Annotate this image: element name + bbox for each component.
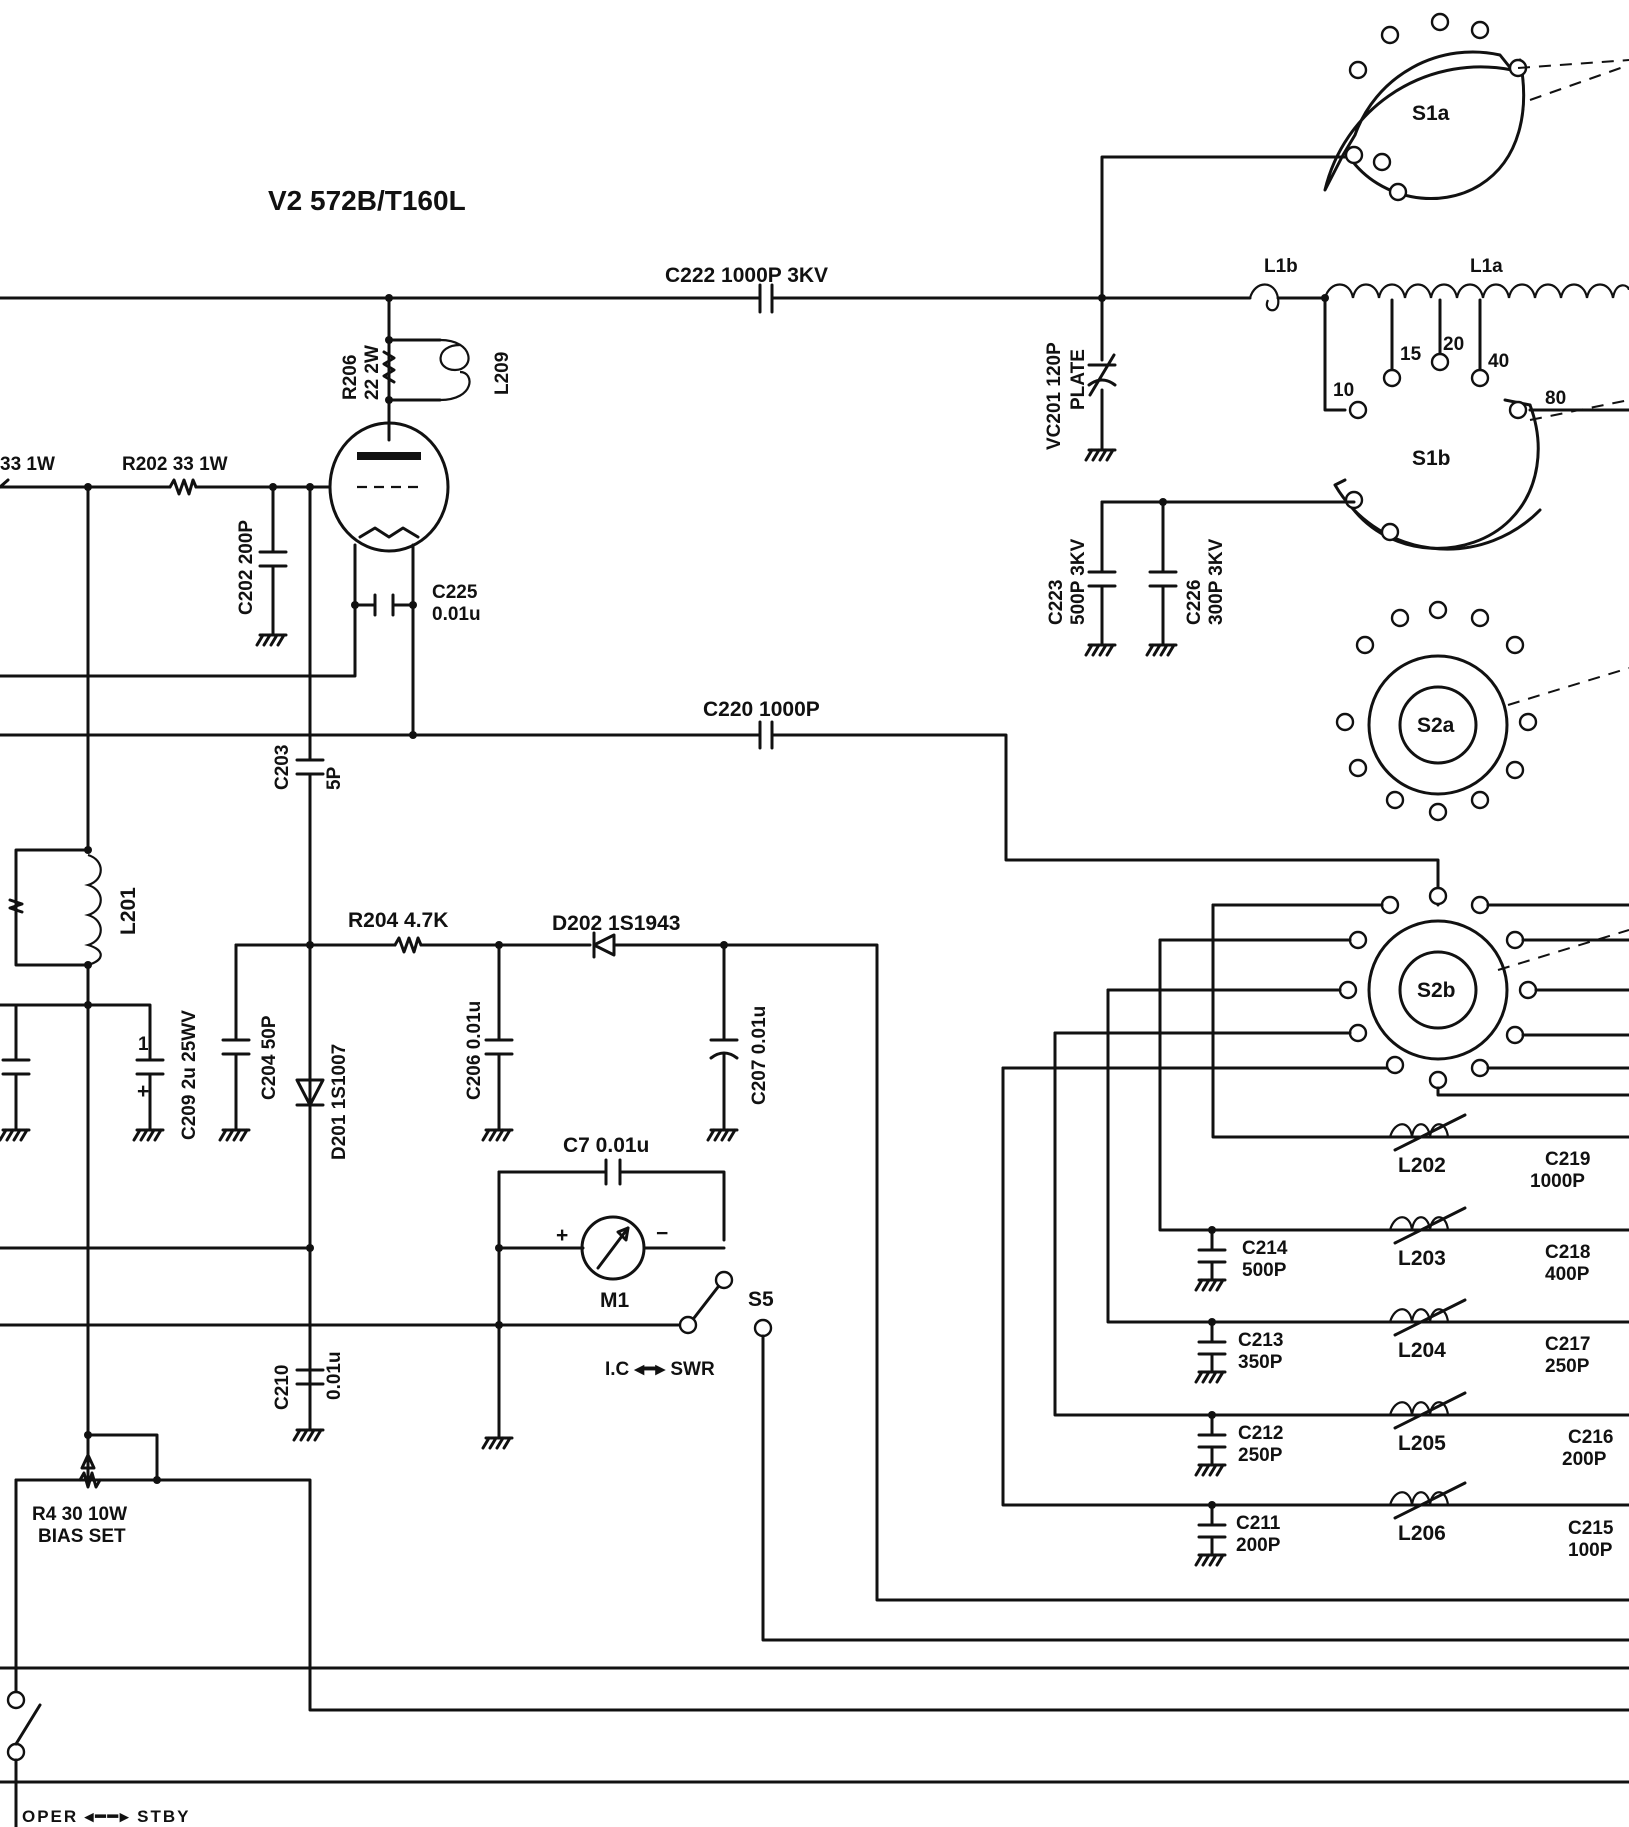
c220-line: C220 1000P xyxy=(0,698,1440,907)
c212-value: 250P xyxy=(1238,1445,1283,1466)
s1b-label: S1b xyxy=(1412,447,1451,470)
plate-line: C222 1000P 3KV xyxy=(0,264,1247,314)
c209-plus: + xyxy=(137,1080,149,1103)
c202-label: C202 200P xyxy=(236,520,257,615)
l206-label: L206 xyxy=(1398,1522,1446,1545)
tap-15-label: 15 xyxy=(1400,344,1422,365)
switch-s1b: S1b xyxy=(1100,398,1629,551)
s2b-label: S2b xyxy=(1417,979,1456,1002)
c214-value: 500P xyxy=(1242,1260,1287,1281)
r202-label: R202 33 1W xyxy=(122,454,228,475)
m1-label: M1 xyxy=(600,1289,629,1312)
c215-value: 100P xyxy=(1568,1540,1613,1561)
c215-label: C215 xyxy=(1568,1518,1614,1539)
coil-l1: L1b L1a 10 15 20 40 80 xyxy=(1100,256,1629,420)
c211-value: 200P xyxy=(1236,1535,1281,1556)
c210-value: 0.01u xyxy=(324,1351,345,1400)
c225-value: 0.01u xyxy=(432,604,481,625)
c217-value: 250P xyxy=(1545,1356,1590,1377)
tap-40-label: 40 xyxy=(1488,351,1509,372)
c223-label: C223 xyxy=(1046,580,1067,625)
c225-label: C225 xyxy=(432,582,478,603)
d202-label: D202 1S1943 xyxy=(552,912,680,935)
m1-minus: − xyxy=(656,1222,668,1245)
c209-label: C209 2u 25WV xyxy=(179,1010,200,1140)
tap-80-label: 80 xyxy=(1545,388,1566,409)
c212-label: C212 xyxy=(1238,1423,1283,1444)
c210-label: C210 xyxy=(272,1365,293,1410)
oper-stby-switch: OPER ◂━━▸ STBY xyxy=(6,1690,191,1827)
l1b-label: L1b xyxy=(1264,256,1298,277)
tap-10-label: 10 xyxy=(1333,380,1354,401)
r4-value: BIAS SET xyxy=(38,1526,126,1547)
c219-value: 1000P xyxy=(1530,1171,1585,1192)
bias-line: L201 1 + C209 2u 25WV R4 30 10W BIAS SET xyxy=(0,485,1629,1784)
d201-label: D201 1S1007 xyxy=(329,1044,350,1160)
c206-label: C206 0.01u xyxy=(464,1001,485,1100)
c218-value: 400P xyxy=(1545,1264,1590,1285)
s2a-label: S2a xyxy=(1417,714,1455,737)
switch-s1a: S1a xyxy=(1323,12,1629,202)
r201-partial-label: 33 1W xyxy=(0,454,55,475)
c207-label: C207 0.01u xyxy=(749,1006,770,1105)
ic-swr-label: I.C ◂━▸ SWR xyxy=(605,1359,715,1380)
r206-value: 22 2W xyxy=(362,345,383,400)
c213-value: 350P xyxy=(1238,1352,1283,1373)
c217-label: C217 xyxy=(1545,1334,1590,1355)
r206-label: R206 xyxy=(340,355,361,400)
l203-label: L203 xyxy=(1398,1247,1446,1270)
c214-label: C214 xyxy=(1242,1238,1288,1259)
c211-label: C211 xyxy=(1236,1513,1281,1534)
l205-label: L205 xyxy=(1398,1432,1446,1455)
c220-label: C220 1000P xyxy=(703,698,820,721)
c209-pin-marker: 1 xyxy=(138,1034,149,1055)
m1-plus: + xyxy=(556,1224,568,1247)
c216-label: C216 xyxy=(1568,1427,1613,1448)
vc201-label: VC201 120P xyxy=(1044,342,1065,450)
c203-value: 5P xyxy=(324,766,345,790)
r4-label: R4 30 10W xyxy=(32,1504,127,1525)
detector-network: R204 4.7K D202 1S1943 C204 50P D201 1S10… xyxy=(218,909,1629,1602)
c219-label: C219 xyxy=(1545,1149,1590,1170)
tube-title: V2 572B/T160L xyxy=(268,185,466,216)
c223-value: 500P 3KV xyxy=(1068,538,1089,625)
c204-label: C204 50P xyxy=(259,1015,280,1100)
tube-v2: C225 0.01u xyxy=(0,398,481,737)
c218-label: C218 xyxy=(1545,1242,1590,1263)
c7-label: C7 0.01u xyxy=(563,1134,649,1157)
r206-l209: R206 22 2W L209 xyxy=(340,296,513,404)
tap-20-label: 20 xyxy=(1443,334,1464,355)
r204-label: R204 4.7K xyxy=(348,909,448,932)
c216-value: 200P xyxy=(1562,1449,1607,1470)
c223-c226: C223 500P 3KV C226 300P 3KV xyxy=(1046,500,1227,657)
l201-label: L201 xyxy=(117,887,140,935)
l204-label: L204 xyxy=(1398,1339,1446,1362)
oper-stby-label: OPER ◂━━▸ STBY xyxy=(22,1807,191,1826)
vc201-value: PLATE xyxy=(1068,349,1089,410)
grid-line: 33 1W R202 33 1W C202 200P xyxy=(0,454,332,647)
c203-label: C203 xyxy=(272,745,293,790)
meter-section: C7 0.01u + − M1 S5 I.C ◂━▸ SWR xyxy=(481,1134,1629,1642)
l209-label: L209 xyxy=(492,352,513,395)
switch-s2a: S2a xyxy=(1335,600,1629,822)
l202-label: L202 xyxy=(1398,1154,1446,1177)
c222-label: C222 1000P 3KV xyxy=(665,264,828,287)
l1a-label: L1a xyxy=(1470,256,1503,277)
s1a-label: S1a xyxy=(1412,102,1450,125)
c213-label: C213 xyxy=(1238,1330,1283,1351)
s5-label: S5 xyxy=(748,1288,774,1311)
c226-label: C226 xyxy=(1184,580,1205,625)
vc201-plate: VC201 120P PLATE xyxy=(1044,155,1352,462)
switch-s2b: S2b xyxy=(1001,886,1629,1507)
c226-value: 300P 3KV xyxy=(1206,538,1227,625)
c203-c210-line: C203 5P C210 0.01u xyxy=(0,485,682,1442)
band-coils: L202 L203 L204 L205 L206 C214 500P C213 … xyxy=(1194,1113,1614,1567)
